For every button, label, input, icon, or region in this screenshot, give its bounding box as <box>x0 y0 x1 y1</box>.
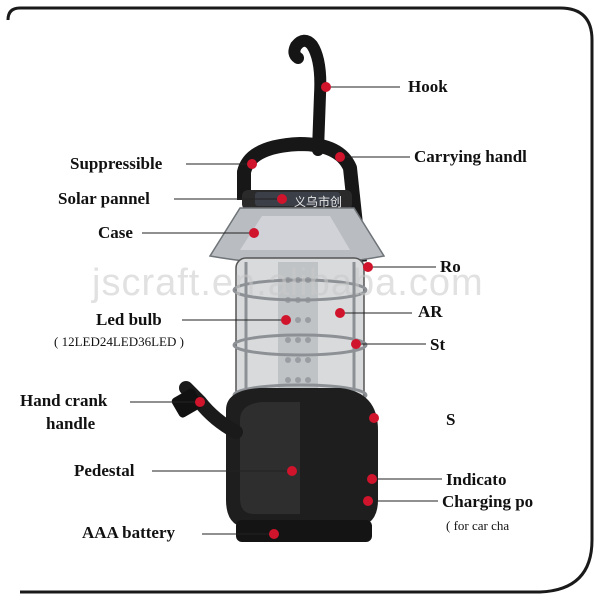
marker-dots <box>195 82 379 539</box>
panel-text: 义乌市创 <box>294 194 342 209</box>
label-charging: Charging po <box>442 492 534 511</box>
label-st: St <box>430 335 446 354</box>
label-aaa-battery: AAA battery <box>82 523 176 542</box>
hook <box>288 34 327 156</box>
border-frame <box>6 6 594 594</box>
watermark-text: jscraft.en.alibaba.com <box>92 262 484 304</box>
label-charging-note: ( for car cha <box>446 518 510 533</box>
label-carrying-handle: Carrying handl <box>414 147 527 166</box>
label-led-bulb-note: ( 12LED24LED36LED ) <box>54 334 184 349</box>
lantern-base <box>236 520 372 542</box>
label-solar-panel: Solar pannel <box>58 189 150 208</box>
led-dots <box>285 277 311 383</box>
label-suppressible: Suppressible <box>70 154 163 173</box>
case-shine <box>240 216 350 250</box>
leader-lines <box>130 86 442 535</box>
solar-panel <box>255 192 340 206</box>
label-s: S <box>446 410 456 429</box>
label-ar: AR <box>418 302 443 321</box>
hand-crank-knob <box>171 388 203 418</box>
label-hand-crank: Hand crank <box>20 391 108 410</box>
label-ring: Ro <box>440 257 461 276</box>
body-highlight <box>240 402 300 514</box>
label-hand-crank-2: handle <box>46 414 96 433</box>
label-led-bulb: Led bulb <box>96 310 162 329</box>
label-hook: Hook <box>408 77 448 96</box>
label-pedestal: Pedestal <box>74 461 135 480</box>
label-indicator: Indicato <box>446 470 507 489</box>
label-case: Case <box>98 223 133 242</box>
